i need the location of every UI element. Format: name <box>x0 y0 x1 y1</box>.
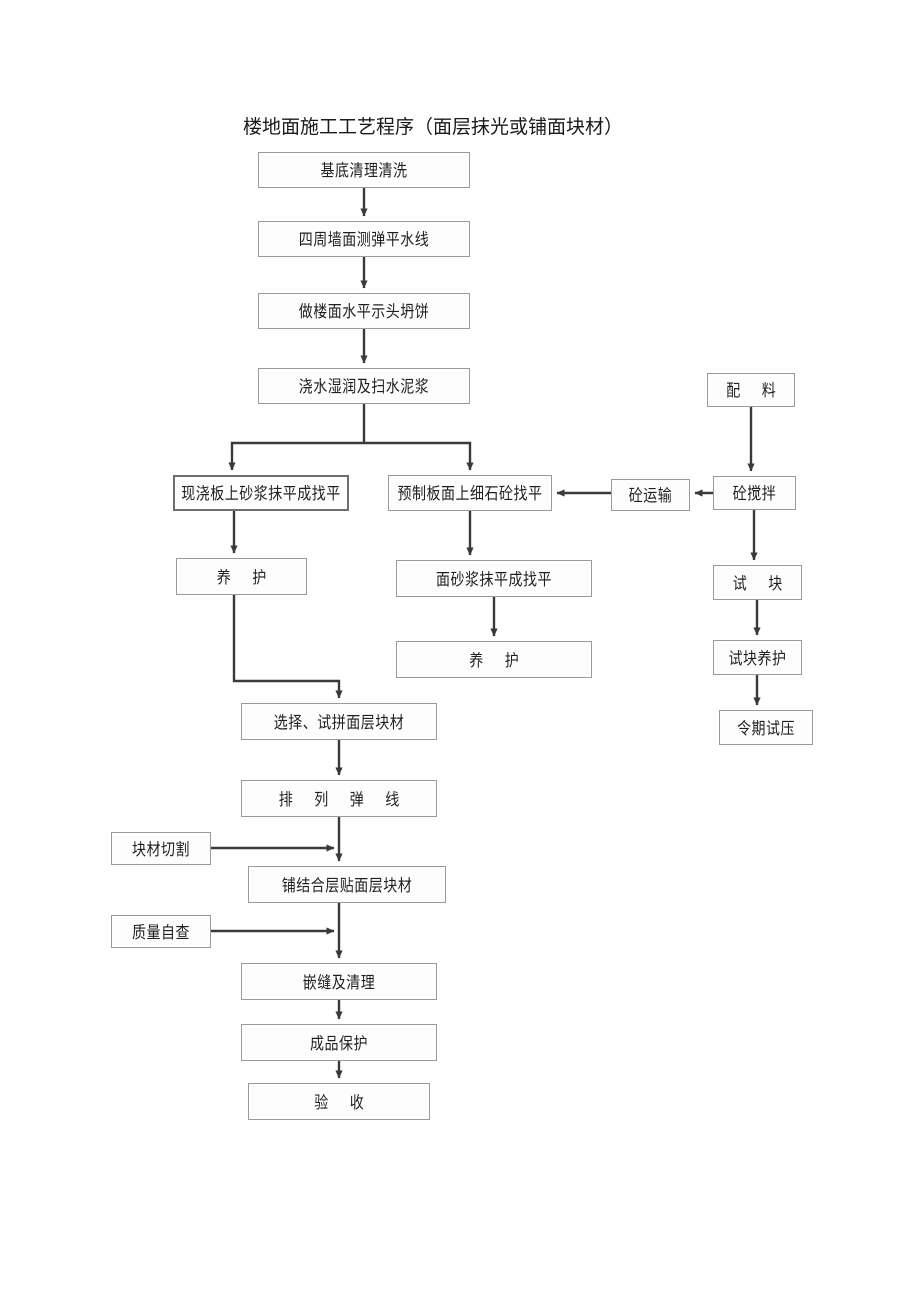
flow-node-n1[interactable]: 基底清理清洗 <box>258 152 470 188</box>
flow-node-n22[interactable]: 试块养护 <box>713 640 802 675</box>
flow-node-label: 配 料 <box>726 382 785 401</box>
flow-node-label: 选择、试拼面层块材 <box>273 714 405 733</box>
flow-node-n3[interactable]: 做楼面水平示头坍饼 <box>258 293 470 329</box>
flow-node-n10[interactable]: 选择、试拼面层块材 <box>241 703 437 740</box>
flow-node-label: 四周墙面测弹平水线 <box>298 231 430 250</box>
flow-node-label: 块材切割 <box>132 841 190 860</box>
flow-node-n21[interactable]: 试 块 <box>713 565 802 600</box>
flow-node-label: 面砂浆抹平成找平 <box>436 571 552 590</box>
flow-node-label: 令期试压 <box>737 720 795 739</box>
flow-node-label: 成品保护 <box>310 1035 368 1054</box>
flow-node-n12[interactable]: 块材切割 <box>111 832 211 865</box>
flow-node-n4[interactable]: 浇水湿润及扫水泥浆 <box>258 368 470 404</box>
flow-node-n2[interactable]: 四周墙面测弹平水线 <box>258 221 470 257</box>
flow-node-label: 基底清理清洗 <box>320 162 408 181</box>
flow-node-label: 质量自查 <box>132 924 190 943</box>
flow-node-label: 砼运输 <box>628 487 673 506</box>
flow-node-label: 养 护 <box>469 652 528 671</box>
flow-node-label: 嵌缝及清理 <box>302 974 376 993</box>
flow-node-label: 养 护 <box>216 569 276 588</box>
flow-node-label: 排 列 弹 线 <box>278 791 409 810</box>
flow-node-n5[interactable]: 现浇板上砂浆抹平成找平 <box>173 475 349 511</box>
flow-node-n19[interactable]: 砼搅拌 <box>713 476 796 510</box>
flow-node-label: 铺结合层贴面层块材 <box>281 877 413 896</box>
page-title: 楼地面施工工艺程序（面层抹光或铺面块材） <box>243 117 624 138</box>
flow-node-label: 试 块 <box>732 575 792 594</box>
flow-node-n17[interactable]: 验 收 <box>248 1083 430 1120</box>
flow-node-n8[interactable]: 面砂浆抹平成找平 <box>396 560 592 597</box>
flow-node-label: 做楼面水平示头坍饼 <box>298 303 430 322</box>
flow-node-n15[interactable]: 嵌缝及清理 <box>241 963 437 1000</box>
flow-node-n14[interactable]: 质量自查 <box>111 915 211 948</box>
flow-node-n11[interactable]: 排 列 弹 线 <box>241 780 437 817</box>
flow-node-n20[interactable]: 砼运输 <box>611 479 690 511</box>
flow-node-n18[interactable]: 配 料 <box>707 373 795 407</box>
flow-node-label: 浇水湿润及扫水泥浆 <box>298 378 430 397</box>
flow-node-n23[interactable]: 令期试压 <box>719 710 813 745</box>
flow-node-label: 砼搅拌 <box>732 485 777 504</box>
flow-node-label: 现浇板上砂浆抹平成找平 <box>181 485 341 504</box>
flow-node-n7[interactable]: 养 护 <box>176 558 307 595</box>
flow-node-n9[interactable]: 养 护 <box>396 641 592 678</box>
flow-node-label: 试块养护 <box>728 650 787 669</box>
flow-node-label: 验 收 <box>314 1094 373 1113</box>
flow-node-n13[interactable]: 铺结合层贴面层块材 <box>248 866 446 903</box>
flow-node-n16[interactable]: 成品保护 <box>241 1024 437 1061</box>
flow-node-n6[interactable]: 预制板面上细石砼找平 <box>388 475 552 511</box>
flow-node-label: 预制板面上细石砼找平 <box>397 485 543 504</box>
